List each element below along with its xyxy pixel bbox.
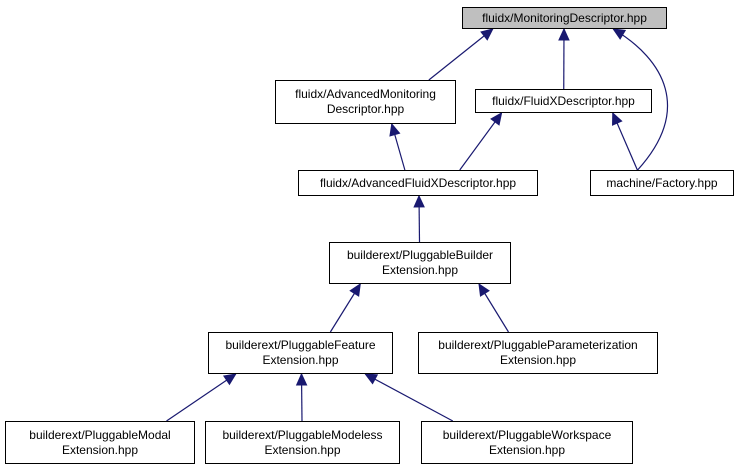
edge-pluggable-modeless-extension-to-pluggable-feature-extension (295, 372, 308, 422)
node-label-line2: Extension.hpp (381, 263, 459, 277)
edge-advanced-monitoring-descriptor-to-monitoring-descriptor (428, 28, 494, 81)
node-machine-factory[interactable]: machine/Factory.hpp (590, 170, 734, 196)
node-label-line1: fluidx/FluidXDescriptor.hpp (492, 93, 635, 108)
node-pluggable-workspace-extension[interactable]: builderext/PluggableWorkspace Extension.… (421, 421, 633, 464)
node-pluggable-modeless-extension[interactable]: builderext/PluggableModeless Extension.h… (205, 421, 400, 464)
node-label-line1: fluidx/AdvancedMonitoring (295, 87, 436, 101)
node-advanced-monitoring-descriptor[interactable]: fluidx/AdvancedMonitoring Descriptor.hpp (275, 80, 456, 124)
node-pluggable-builder-extension[interactable]: builderext/PluggableBuilder Extension.hp… (329, 242, 511, 284)
node-label-line1: fluidx/MonitoringDescriptor.hpp (482, 10, 647, 25)
arrowhead (389, 122, 401, 137)
edge-pluggable-feature-extension-to-pluggable-builder-extension (329, 282, 361, 333)
node-label-line1: machine/Factory.hpp (606, 175, 718, 190)
arrowhead (612, 28, 627, 40)
node-label-line2: Extension.hpp (264, 442, 341, 457)
node-pluggable-modal-extension[interactable]: builderext/PluggableModal Extension.hpp (5, 421, 195, 464)
node-label-line1: builderext/PluggableModeless (222, 427, 383, 442)
node-label-line2: Descriptor.hpp (326, 102, 405, 116)
edge-fluidx-descriptor-to-monitoring-descriptor (558, 27, 570, 90)
node-fluidx-descriptor[interactable]: fluidx/FluidXDescriptor.hpp (475, 89, 652, 113)
edge-advanced-fluidx-descriptor-to-advanced-monitoring-descriptor (389, 122, 406, 171)
arrowhead (478, 282, 490, 297)
node-label-line2: Extension.hpp (262, 353, 339, 367)
edge-machine-factory-to-monitoring-descriptor (612, 28, 669, 171)
node-pluggable-parameterization-extension[interactable]: builderext/PluggableParameterization Ext… (418, 332, 658, 374)
edge-machine-factory-to-fluidx-descriptor (612, 111, 638, 171)
node-label-line1: builderext/PluggableWorkspace (442, 427, 612, 442)
edge-advanced-fluidx-descriptor-to-fluidx-descriptor (459, 112, 503, 171)
node-label-line2: Extension.hpp (499, 353, 577, 367)
node-label-line1: builderext/PluggableBuilder (346, 248, 494, 262)
edge-pluggable-parameterization-extension-to-pluggable-builder-extension (478, 282, 510, 333)
node-label-line1: builderext/PluggableParameterization (438, 338, 638, 352)
arrowhead (558, 27, 570, 41)
arrowhead (349, 282, 361, 297)
arrowhead (364, 373, 379, 385)
node-label-line1: builderext/PluggableFeature (225, 338, 376, 352)
edge-pluggable-modal-extension-to-pluggable-feature-extension (166, 373, 237, 422)
arrowhead (480, 28, 494, 41)
node-label-line1: fluidx/AdvancedFluidXDescriptor.hpp (319, 175, 517, 190)
node-advanced-fluidx-descriptor[interactable]: fluidx/AdvancedFluidXDescriptor.hpp (298, 170, 538, 196)
node-label-line1: builderext/PluggableModal (29, 427, 171, 442)
node-pluggable-feature-extension[interactable]: builderext/PluggableFeature Extension.hp… (208, 332, 393, 374)
edge-pluggable-workspace-extension-to-pluggable-feature-extension (364, 373, 454, 422)
node-monitoring-descriptor: fluidx/MonitoringDescriptor.hpp (462, 7, 667, 29)
node-label-line2: Extension.hpp (61, 442, 139, 457)
node-label-line2: Extension.hpp (488, 442, 566, 457)
arrowhead (222, 373, 237, 386)
arrowhead (490, 112, 503, 126)
arrowhead (612, 111, 623, 126)
edge-pluggable-builder-extension-to-advanced-fluidx-descriptor (413, 194, 425, 243)
arrowhead (295, 372, 308, 386)
arrowhead (413, 194, 425, 208)
